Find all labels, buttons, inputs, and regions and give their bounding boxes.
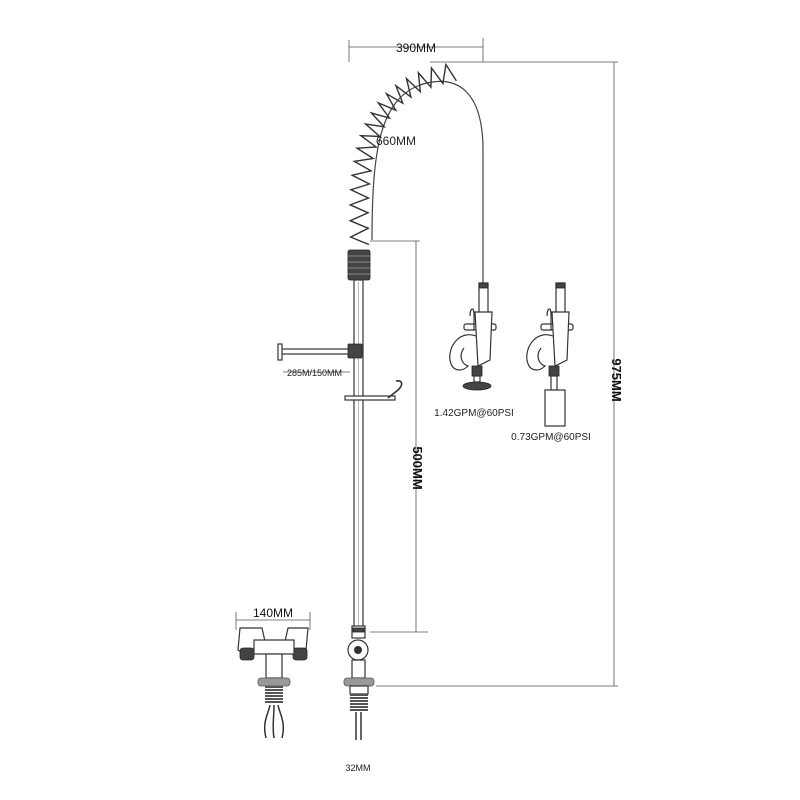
- thread-ring: [265, 692, 283, 694]
- dimension-lines: [235, 38, 618, 687]
- spray-hose: [371, 80, 484, 285]
- label-flow-1: 1.42GPM@60PSI: [434, 408, 514, 419]
- label-riser-height: 500MM: [410, 446, 425, 489]
- thread-ring: [350, 706, 368, 708]
- thread-ring: [350, 694, 368, 696]
- thread-ring: [350, 697, 368, 699]
- label-arm-width: 390MM: [396, 41, 436, 55]
- dimension-labels: 390MM 660MM 975MM 500MM 285M/150MM 140MM…: [253, 41, 624, 773]
- label-mixer-width: 140MM: [253, 606, 293, 620]
- riser-assembly: [277, 249, 403, 740]
- thread-ring: [265, 701, 283, 703]
- label-total-height: 975MM: [609, 358, 624, 401]
- thread-ring: [350, 700, 368, 702]
- spring-coil: [348, 62, 457, 246]
- thread-ring: [265, 689, 283, 691]
- thread-ring: [265, 695, 283, 697]
- label-flow-2: 0.73GPM@60PSI: [511, 432, 591, 443]
- mixer-valve: [237, 627, 309, 739]
- label-bracket: 285M/150MM: [287, 368, 342, 378]
- label-spring-height: 660MM: [376, 134, 416, 148]
- spring-coil-windings: [348, 62, 457, 246]
- label-base-thread: 32MM: [345, 763, 370, 773]
- thread-ring: [350, 703, 368, 705]
- spray-head-1: [449, 282, 497, 391]
- thread-ring: [265, 686, 283, 688]
- thread-ring: [265, 698, 283, 700]
- spray-head-2: [526, 282, 574, 427]
- thread-ring: [350, 709, 368, 711]
